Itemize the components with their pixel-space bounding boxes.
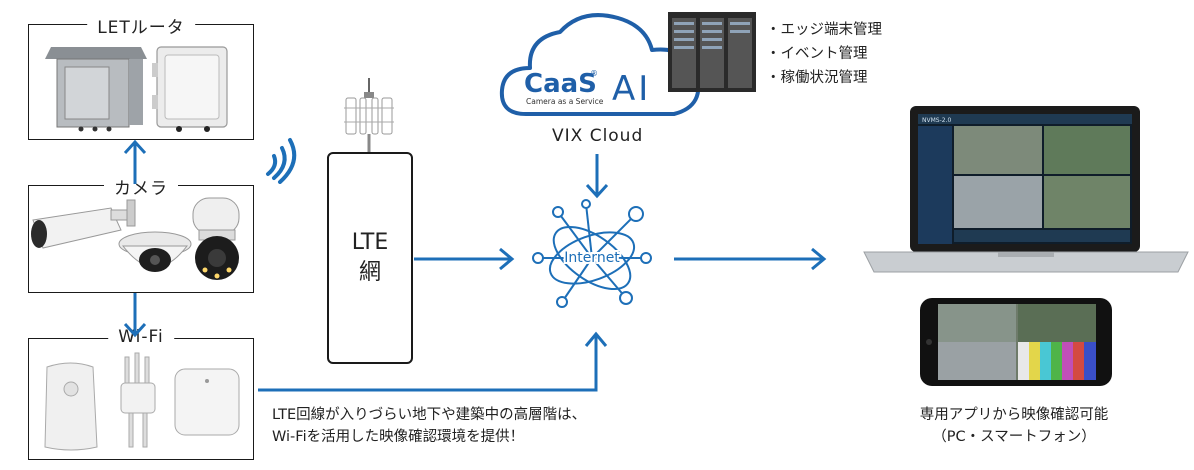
vix-cloud-label: VIX Cloud [552, 126, 644, 146]
antenna-ap-image [120, 352, 156, 448]
server-rack-icon [668, 12, 756, 92]
wifi-panel-title: Wi-Fi [108, 327, 174, 347]
feature-event-management: ・イベント管理 [766, 46, 868, 62]
camera-panel-title: カメラ [104, 174, 178, 199]
feature-status-management: ・稼働状況管理 [766, 70, 868, 86]
laptop-app-title: NVMS-2.0 [922, 117, 951, 124]
device-caption: 専用アプリから映像確認可能 （PC・スマートフォン） [908, 404, 1120, 448]
feature-edge-management: ・エッジ端末管理 [766, 22, 882, 38]
wifi-images [44, 352, 240, 451]
caas-logo-registered-mark: ® [590, 69, 598, 78]
ptz-camera-image [192, 197, 240, 280]
color-bars [1018, 342, 1096, 380]
caas-logo-text: CaaS [524, 69, 597, 99]
arrow-camera-to-wifi [123, 293, 147, 338]
wifi-panel: Wi-Fi [28, 327, 254, 460]
enclosure-router-image [152, 46, 228, 132]
laptop-icon: NVMS-2.0 [863, 106, 1189, 273]
arrow-camera-to-router [123, 139, 147, 184]
internet-hub-icon: Internet [532, 199, 652, 308]
arrow-cloud-to-internet [585, 154, 609, 199]
lte-network-label-line1: LTE [351, 230, 389, 255]
caas-logo-tagline: Camera as a Service [526, 97, 604, 106]
outdoor-router-image [45, 47, 147, 132]
router-panel: LETルータ [28, 13, 254, 140]
router-images [45, 46, 228, 132]
cloud-icon: CaaS ® Camera as a Service AI [499, 13, 701, 116]
outdoor-ap-image [44, 362, 98, 451]
lte-network-box: LTE 網 [327, 152, 413, 364]
smartphone-icon [920, 298, 1112, 386]
bullet-camera-image [31, 199, 136, 249]
arrow-lte-to-internet [414, 247, 515, 271]
arrow-internet-to-devices [674, 247, 827, 271]
router-panel-title: LETルータ [87, 13, 195, 38]
camera-images [31, 197, 240, 280]
ceiling-ap-image [174, 368, 240, 436]
internet-label: Internet [564, 250, 620, 266]
ai-logo-text: AI [612, 69, 651, 109]
server-feature-list: ・エッジ端末管理 ・イベント管理 ・稼働状況管理 [766, 18, 882, 90]
arrow-wifi-to-internet [258, 331, 608, 392]
wireless-signal-icon [266, 138, 297, 184]
camera-panel: カメラ [28, 174, 254, 293]
dome-camera-image [118, 231, 192, 272]
wifi-caption-line2: Wi-Fiを活用した映像確認環境を提供！ [272, 429, 525, 445]
device-caption-line2: （PC・スマートフォン） [932, 429, 1096, 445]
device-caption-line1: 専用アプリから映像確認可能 [919, 407, 1109, 423]
wifi-caption: LTE回線が入りづらい地下や建築中の高層階は、 Wi-Fiを活用した映像確認環境… [272, 404, 586, 448]
wifi-caption-line1: LTE回線が入りづらい地下や建築中の高層階は、 [272, 407, 587, 423]
antenna-tower-icon [344, 78, 394, 154]
lte-network-label-line2: 網 [358, 260, 381, 285]
